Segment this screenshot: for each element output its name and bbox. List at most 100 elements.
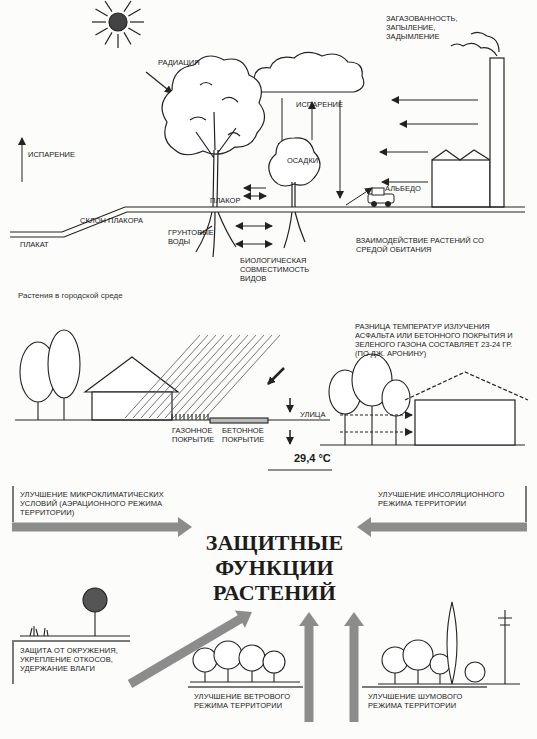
factory (451, 43, 497, 56)
wind-vignette (193, 648, 217, 672)
arrow-shaft (369, 523, 527, 532)
noise-vignette (378, 602, 520, 684)
block-arrow (344, 612, 364, 722)
annotation-label: АЛЬБЕДО (385, 184, 445, 193)
slope-vignette (83, 588, 107, 612)
annotation-label: ОСАДКИ (287, 156, 337, 165)
slope-vignette (20, 635, 130, 636)
street-section (172, 414, 208, 420)
slope-vignette (20, 588, 130, 636)
sun-rays (125, 335, 200, 418)
function-box: УЛУЧШЕНИЕ МИКРОКЛИМАТИЧЕСКИХ УСЛОВИЙ (АЭ… (12, 486, 192, 522)
node-text: УЛУЧШЕНИЕ ВЕТРОВОГО РЕЖИМА ТЕРРИТОРИИ (194, 692, 297, 710)
sun-rays (141, 335, 216, 418)
right-trees (345, 406, 396, 445)
wind-vignette (239, 645, 265, 671)
house-right (415, 400, 515, 445)
sun-rays (268, 368, 284, 384)
annotation-label: ГАЗОННОЕ ПОКРЫТИЕ (172, 426, 214, 444)
street-section (15, 398, 332, 470)
node-text: ЗАЩИТНЫЕ ФУНКЦИИ РАСТЕНИЙ (194, 530, 355, 605)
arrow-head (357, 517, 371, 537)
car (372, 188, 384, 195)
sun-rays (189, 335, 264, 418)
ground-profile (10, 207, 525, 237)
large-tree (196, 112, 236, 207)
water-cycle-arrows (340, 100, 341, 198)
car (386, 202, 391, 207)
block-arrow (12, 517, 192, 537)
annotation-label: ГРУНТОВЫЕ ВОДЫ (168, 228, 218, 246)
noise-vignette (447, 602, 457, 684)
node-text: УЛУЧШЕНИЕ ШУМОВОГО РЕЖИМА ТЕРРИТОРИИ (368, 692, 481, 710)
function-box: УЛУЧШЕНИЕ ИНСОЛЯЦИОННОГО РЕЖИМА ТЕРРИТОР… (372, 486, 527, 522)
cloud (253, 52, 364, 92)
house-right (340, 414, 412, 415)
wind-vignette (190, 641, 300, 682)
central-title: ЗАЩИТНЫЕ ФУНКЦИИ РАСТЕНИЙ (192, 524, 357, 612)
pollution-arrows (392, 100, 478, 101)
annotation-label: ЗАГАЗОВАННОСТЬ, ЗАПЫЛЕНИЕ, ЗАДЫМЛЕНИЕ (386, 14, 466, 41)
noise-vignette (403, 640, 433, 670)
temperature-value: 29,4 °C (294, 452, 354, 465)
sun-symbol (105, 32, 112, 44)
function-box: УЛУЧШЕНИЕ ВЕТРОВОГО РЕЖИМА ТЕРРИТОРИИ (188, 686, 303, 722)
block-arrow (357, 517, 527, 537)
annotation-label: СКЛОН ПЛАКОРА (80, 216, 160, 225)
sun-symbol (109, 13, 127, 31)
slope-vignette (94, 612, 95, 636)
sun-symbol (124, 32, 131, 44)
sun-symbol (105, 1, 112, 12)
sun-symbol (130, 21, 144, 22)
arrow-head (299, 612, 319, 626)
wind-vignette (214, 641, 242, 669)
annotation-label: РАЗНИЦА ТЕМПЕРАТУР ИЗЛУЧЕНИЯ АСФАЛЬТА ИЛ… (355, 322, 527, 358)
annotation-label: ИСПАРЕНИЕ (296, 100, 356, 109)
block-arrow (130, 611, 252, 684)
factory (432, 150, 490, 160)
sun-symbol (96, 9, 108, 16)
street-section (268, 469, 332, 470)
large-tree (162, 56, 265, 257)
block-arrow (299, 612, 319, 722)
large-tree (162, 56, 265, 155)
sun-symbol (128, 9, 140, 16)
small-tree (284, 212, 305, 248)
figure-caption: Растения в городской среде (18, 291, 123, 301)
arrow-shaft (305, 624, 314, 722)
pollution-arrows (380, 100, 478, 182)
arrow-shaft (130, 618, 242, 684)
annotation-label: РАДИАЦИЯ (158, 58, 218, 67)
sun-symbol (92, 21, 106, 22)
interaction-arrows (244, 188, 266, 189)
arrow-head (344, 612, 364, 626)
left-trees (38, 398, 64, 420)
node-text: УЛУЧШЕНИЕ МИКРОКЛИМАТИЧЕСКИХ УСЛОВИЙ (АЭ… (20, 490, 186, 517)
street-section (210, 418, 268, 423)
small-tree (269, 138, 320, 248)
house-right (405, 372, 528, 400)
noise-vignette (465, 662, 485, 682)
arrow-head (178, 517, 192, 537)
sun-rays (173, 335, 248, 418)
ground-profile (10, 212, 525, 237)
annotation-label: БЕТОННОЕ ПОКРЫТИЕ (222, 426, 268, 444)
sun-rays (157, 335, 232, 418)
interaction-arrows (236, 244, 272, 245)
arrow-head (235, 611, 252, 628)
annotation-label: УЛИЦА (300, 410, 340, 419)
sun-rays (181, 335, 256, 418)
sun-symbol (117, 34, 118, 48)
left-trees (20, 330, 80, 420)
annotation-label: ВЗАИМОДЕЙСТВИЕ РАСТЕНИЙ СО СРЕДОЙ ОБИТАН… (356, 236, 506, 254)
house-right (320, 372, 528, 445)
small-tree (292, 182, 295, 207)
sun-rays (205, 335, 280, 418)
pollution-arrows (400, 124, 478, 125)
sun-symbol (128, 28, 140, 35)
noise-vignette (378, 610, 520, 684)
water-cycle-arrows (22, 138, 23, 182)
cloud (253, 52, 364, 92)
